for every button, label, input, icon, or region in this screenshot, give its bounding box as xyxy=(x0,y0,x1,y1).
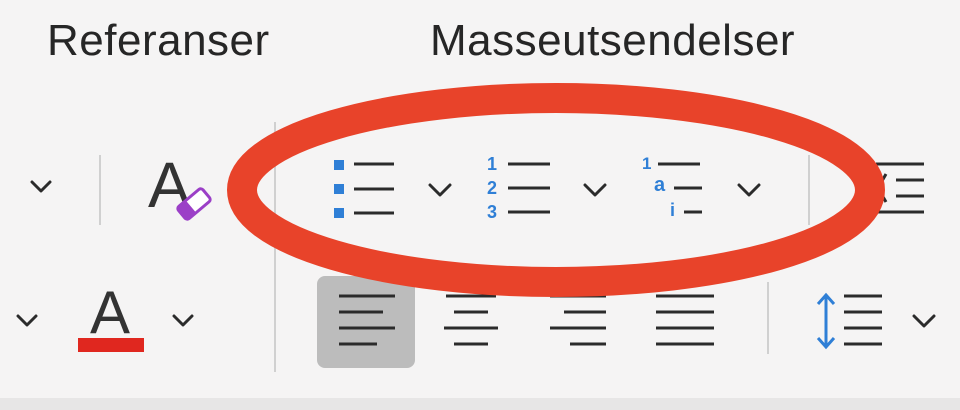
group-divider xyxy=(767,282,769,354)
justify-button[interactable] xyxy=(654,292,716,352)
decrease-indent-icon xyxy=(876,162,924,214)
multilevel-list-button[interactable]: 1 a i xyxy=(640,154,710,224)
group-divider xyxy=(808,155,810,225)
numbered-list-button[interactable]: 1 2 3 xyxy=(484,154,554,224)
align-right-icon xyxy=(550,294,606,346)
tab-masseutsendelser[interactable]: Masseutsendelser xyxy=(430,16,796,65)
ribbon-bottom-edge xyxy=(0,398,960,410)
chevron-down-icon[interactable] xyxy=(737,183,761,198)
chevron-down-icon[interactable] xyxy=(912,314,936,329)
line-spacing-button[interactable] xyxy=(814,290,886,354)
multilevel-list-icon: 1 a i xyxy=(640,154,710,224)
group-divider xyxy=(99,155,101,225)
chevron-down-icon[interactable] xyxy=(16,314,38,328)
justify-icon xyxy=(656,294,714,346)
group-divider xyxy=(274,122,276,372)
clear-formatting-icon: A xyxy=(148,149,220,226)
clear-formatting-button[interactable]: A xyxy=(148,149,220,226)
numbered-list-icon: 1 2 3 xyxy=(484,154,554,224)
line-spacing-icon xyxy=(816,292,882,350)
font-color-icon: A xyxy=(78,279,144,354)
align-center-icon xyxy=(444,294,498,346)
align-left-button[interactable] xyxy=(317,276,415,368)
chevron-down-icon[interactable] xyxy=(30,180,52,194)
chevron-down-icon[interactable] xyxy=(583,183,607,198)
bullet-list-icon xyxy=(334,160,394,218)
align-right-button[interactable] xyxy=(546,292,608,352)
font-color-glyph: A xyxy=(90,279,131,346)
align-left-icon xyxy=(339,294,395,346)
font-color-swatch xyxy=(78,338,144,352)
font-color-button[interactable]: A xyxy=(78,279,144,354)
decrease-indent-button[interactable] xyxy=(868,160,928,220)
chevron-down-icon[interactable] xyxy=(428,183,452,198)
chevron-down-icon[interactable] xyxy=(172,314,194,328)
tab-referanser[interactable]: Referanser xyxy=(47,16,270,65)
bullet-list-button[interactable] xyxy=(330,158,398,222)
align-center-button[interactable] xyxy=(440,292,502,352)
